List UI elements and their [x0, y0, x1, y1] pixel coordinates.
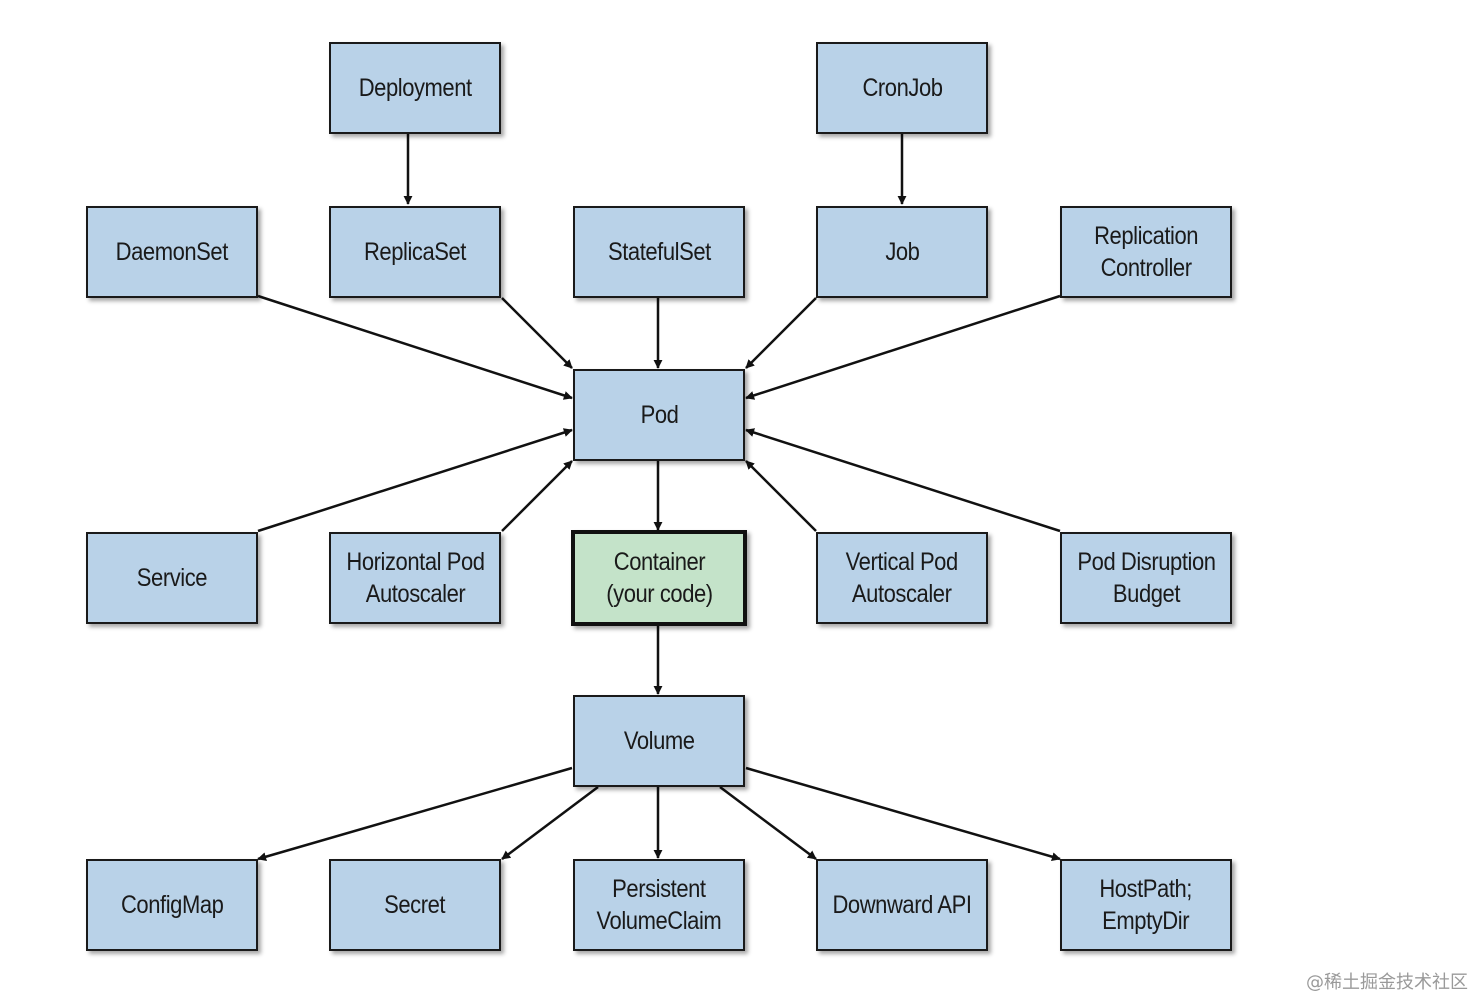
edge-hpa-pod	[501, 460, 573, 532]
edge-daemonset-pod	[257, 294, 573, 400]
node-cronjob-label: CronJob	[861, 74, 943, 102]
node-statefulset: StatefulSet	[573, 206, 745, 298]
node-vpa-label: Vertical Pod Autoscaler	[845, 548, 959, 608]
watermark: @稀土掘金技术社区	[1306, 972, 1468, 993]
node-hpa-label: Horizontal Pod Autoscaler	[345, 548, 485, 608]
node-persistent-volume-claim: Persistent VolumeClaim	[573, 859, 745, 951]
node-hostpath-label: HostPath; EmptyDir	[1099, 875, 1193, 935]
edge-volume-downwardapi	[719, 786, 817, 860]
node-daemonset: DaemonSet	[86, 206, 258, 298]
edge-vpa-pod	[745, 460, 817, 532]
node-configmap-label: ConfigMap	[120, 891, 224, 919]
node-pod: Pod	[573, 369, 745, 461]
node-deployment-label: Deployment	[358, 74, 472, 102]
node-service: Service	[86, 532, 258, 624]
node-job: Job	[816, 206, 988, 298]
node-daemonset-label: DaemonSet	[115, 238, 229, 266]
edge-replicationcontroller-pod	[745, 294, 1061, 400]
node-replicaset-label: ReplicaSet	[364, 238, 466, 266]
edge-volume-secret	[501, 786, 599, 860]
node-replication-controller: Replication Controller	[1060, 206, 1232, 298]
node-replicaset: ReplicaSet	[329, 206, 501, 298]
node-hostpath-emptydir: HostPath; EmptyDir	[1060, 859, 1232, 951]
node-volume-label: Volume	[623, 727, 695, 755]
edge-replicaset-pod	[501, 297, 573, 369]
node-deployment: Deployment	[329, 42, 501, 134]
node-downward-api-label: Downward API	[832, 891, 972, 919]
node-configmap: ConfigMap	[86, 859, 258, 951]
node-container: Container (your code)	[571, 530, 747, 626]
node-horizontal-pod-autoscaler: Horizontal Pod Autoscaler	[329, 532, 501, 624]
node-downward-api: Downward API	[816, 859, 988, 951]
edge-job-pod	[745, 297, 817, 369]
node-container-label: Container (your code)	[605, 548, 713, 608]
node-secret: Secret	[329, 859, 501, 951]
node-pod-label: Pod	[640, 401, 678, 429]
node-pdb-label: Pod Disruption Budget	[1076, 548, 1216, 608]
edge-pdb-pod	[745, 428, 1061, 533]
node-pod-disruption-budget: Pod Disruption Budget	[1060, 532, 1232, 624]
edge-service-pod	[257, 428, 573, 533]
node-replication-controller-label: Replication Controller	[1093, 222, 1199, 282]
node-pvc-label: Persistent VolumeClaim	[596, 875, 722, 935]
node-statefulset-label: StatefulSet	[607, 238, 711, 266]
node-cronjob: CronJob	[816, 42, 988, 134]
node-vertical-pod-autoscaler: Vertical Pod Autoscaler	[816, 532, 988, 624]
node-volume: Volume	[573, 695, 745, 787]
edge-volume-hostpath	[745, 766, 1061, 862]
node-secret-label: Secret	[384, 891, 446, 919]
node-job-label: Job	[884, 238, 920, 266]
edge-volume-configmap	[257, 766, 573, 862]
node-service-label: Service	[136, 564, 208, 592]
